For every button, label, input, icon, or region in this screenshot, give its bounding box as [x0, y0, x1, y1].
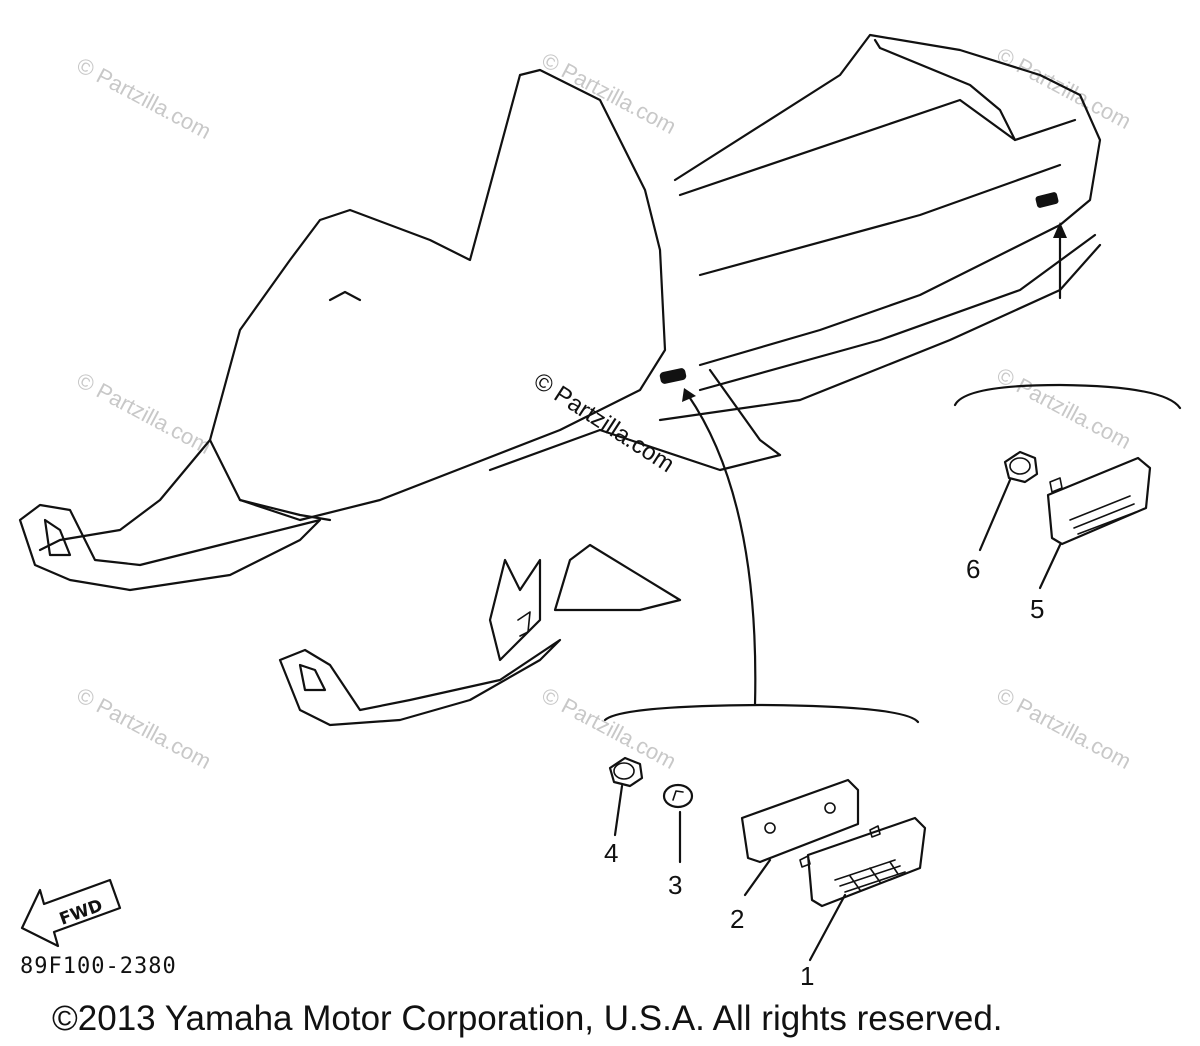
part-4-nut-face — [613, 762, 635, 780]
part-2-hole-right — [824, 802, 836, 814]
windshield — [208, 68, 667, 522]
fwd-arrow-shape — [20, 878, 122, 948]
arrow-head-rear — [1053, 222, 1067, 238]
ski-leg — [488, 558, 542, 662]
callout-labels: 1 2 3 4 5 6 — [604, 554, 1044, 991]
part-1-reflector — [806, 816, 927, 908]
fwd-label: FWD — [57, 896, 106, 930]
part-5-stud — [1049, 477, 1063, 493]
ski-left — [18, 503, 322, 592]
callout-leaders — [613, 478, 1062, 962]
leader-5 — [1038, 543, 1062, 590]
reflector-position-rear — [1035, 192, 1059, 208]
part-3-washer-hole — [672, 790, 684, 801]
emblem — [517, 611, 531, 637]
hood-top — [238, 498, 332, 522]
detail-bracket-front — [603, 703, 920, 724]
part-6-nut-face — [1009, 457, 1031, 475]
part-4-nut — [608, 756, 644, 788]
ski-left-inner — [43, 518, 72, 557]
body-side-line — [698, 233, 1097, 392]
watermark-tile: © Partzilla.com — [993, 682, 1136, 774]
bumper — [553, 543, 682, 612]
watermark-tile: © Partzilla.com — [538, 47, 681, 139]
reflector-position-front — [659, 368, 687, 384]
watermark-tile: © Partzilla.com — [73, 682, 216, 774]
seat-ridge — [678, 98, 1077, 197]
watermark-tile: © Partzilla.com — [73, 367, 216, 459]
watermark-tile: © Partzilla.com — [538, 682, 681, 774]
arrow-head-front — [682, 388, 696, 402]
watermark-tile: © Partzilla.com — [73, 52, 216, 144]
callout-6: 6 — [966, 554, 980, 584]
watermark-tile: © Partzilla.com — [993, 362, 1136, 454]
part-2-hole-left — [764, 822, 776, 834]
leader-line-front — [686, 393, 757, 707]
callout-1: 1 — [800, 961, 814, 991]
part-1-lens — [834, 859, 906, 893]
body-lower — [658, 243, 1102, 422]
copyright-notice: ©2013 Yamaha Motor Corporation, U.S.A. A… — [52, 999, 1003, 1038]
leader-2 — [743, 858, 772, 897]
console-line — [708, 368, 782, 457]
fwd-arrow-icon: FWD — [20, 878, 122, 948]
seat — [673, 33, 1102, 367]
part-5-reflector — [1046, 456, 1152, 546]
body-lower-2 — [598, 428, 782, 472]
callout-4: 4 — [604, 838, 618, 868]
leader-arrows — [682, 222, 1067, 707]
leader-6 — [978, 478, 1012, 552]
callout-2: 2 — [730, 904, 744, 934]
seat-top — [873, 38, 1017, 142]
part-1-stud-left — [799, 855, 811, 868]
part-5-lens — [1069, 495, 1137, 535]
ski-right — [278, 638, 562, 727]
chassis-front — [38, 438, 212, 552]
diagram-ref: 89F100-2380 — [20, 954, 177, 979]
part-3-washer — [662, 783, 694, 809]
part-1-stud-right — [869, 825, 881, 838]
ski-right-inner — [298, 663, 327, 692]
front-reflector-parts — [608, 756, 927, 908]
leader-4 — [613, 784, 624, 837]
watermark-main: © Partzilla.com — [529, 367, 679, 478]
chassis-line — [488, 428, 602, 472]
leader-1 — [808, 893, 847, 962]
callout-3: 3 — [668, 870, 682, 900]
detail-bracket-rear — [953, 383, 1182, 410]
part-6-nut — [1003, 450, 1039, 484]
seat-side — [698, 163, 1062, 277]
hood-line — [328, 290, 362, 302]
rear-reflector-parts — [1003, 450, 1152, 546]
part-2-base — [740, 778, 860, 864]
snowmobile-outline — [18, 33, 1102, 727]
callout-5: 5 — [1030, 594, 1044, 624]
